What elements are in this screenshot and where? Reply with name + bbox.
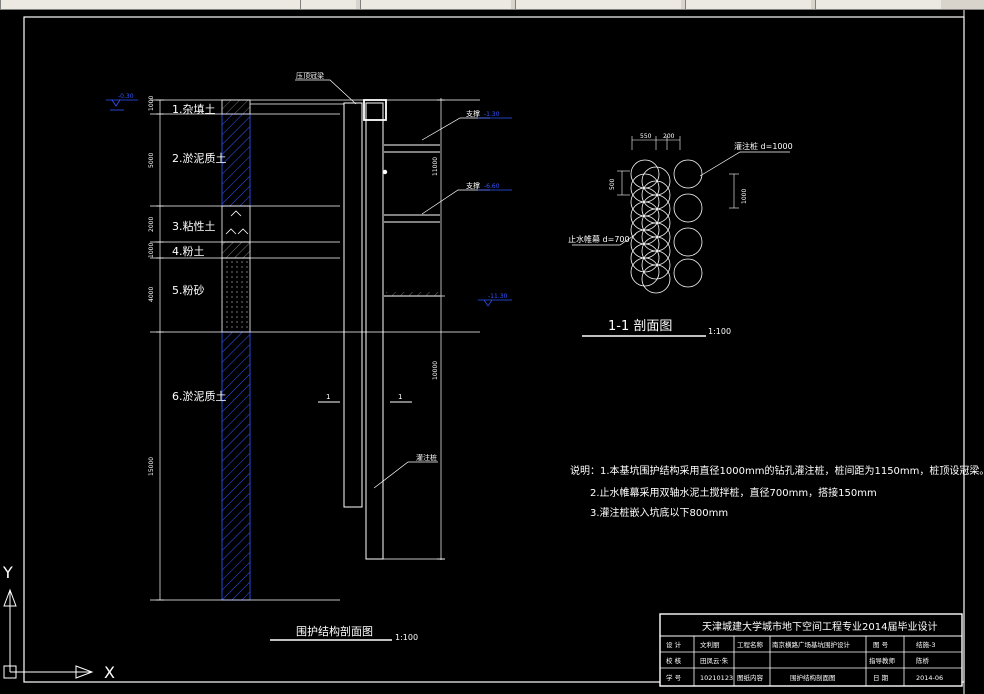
lineweight-dropdown[interactable] xyxy=(815,0,941,9)
window-toolbar xyxy=(0,0,984,10)
dim-left-5: 4000 xyxy=(148,287,155,302)
note-3: 3.灌注桩嵌入坑底以下800mm xyxy=(590,506,728,519)
cad-text: 学 号 xyxy=(666,673,682,682)
cad-text: 日 期 xyxy=(873,674,889,682)
ucs-y-label: Y xyxy=(2,563,13,582)
dim-right-2: 10000 xyxy=(432,361,439,380)
elevation-label-3: -6.60 xyxy=(484,183,500,190)
dim-right-1: 11000 xyxy=(432,157,439,176)
design-notes: 说明：1.本基坑围护结构采用直径1000mm的钻孔灌注桩，桩间距为1150mm，… xyxy=(570,464,984,519)
cad-text: 陈桥 xyxy=(916,656,930,665)
cad-text: 10210123 xyxy=(700,674,733,682)
soil-layer-1 xyxy=(221,99,251,115)
cut-mark-left: 1 xyxy=(326,393,330,401)
ucs-icon xyxy=(3,588,94,679)
dim-left-6: 15000 xyxy=(148,457,155,476)
soil-layer-5 xyxy=(221,257,251,333)
cut-mark-right: 1 xyxy=(398,393,402,401)
linetype-dropdown[interactable] xyxy=(685,0,811,9)
pile-anchor-point xyxy=(382,169,388,175)
cad-text: 工程名称 xyxy=(737,640,764,649)
plan-view: 550 200 500 1000 灌注桩 d=1000 止水帷幕 d=700 1… xyxy=(568,133,793,337)
label-cap-beam: 压顶冠梁 xyxy=(296,71,324,80)
title-block: 天津城建大学城市地下空间工程专业2014届毕业设计 设 计 文利丽 工程名称 南… xyxy=(659,613,963,687)
soil-label-3: 3.粘性土 xyxy=(172,219,216,233)
cad-text: 文利丽 xyxy=(700,640,720,649)
label-strut-1: 支撑 xyxy=(466,109,480,118)
dim-left-2: 5000 xyxy=(148,153,155,168)
elevation-marker xyxy=(106,99,138,111)
plan-view-scale: 1:100 xyxy=(708,327,731,336)
soil-label-2: 2.淤泥质土 xyxy=(172,152,227,165)
note-2: 2.止水帷幕采用双轴水泥土搅拌桩，直径700mm，搭接150mm xyxy=(590,486,877,499)
layer-dropdown[interactable] xyxy=(360,0,511,9)
section-view-scale: 1:100 xyxy=(395,633,418,642)
dim-left-1: 1000 xyxy=(148,96,155,111)
section-view-title: 围护结构剖面图 xyxy=(296,624,373,638)
plan-label-large-pile: 灌注桩 d=1000 xyxy=(734,141,793,151)
label-pile: 灌注桩 xyxy=(416,453,437,462)
toolbar-segment[interactable] xyxy=(0,0,301,9)
cad-text: 设 计 xyxy=(666,640,682,649)
soil-label-1: 1.杂填土 xyxy=(172,102,216,116)
plan-view-title: 1-1 剖面图 xyxy=(608,319,672,334)
cad-text: 校 核 xyxy=(666,656,682,665)
toolbar-segment[interactable] xyxy=(300,0,356,9)
label-strut-2: 支撑 xyxy=(466,181,480,190)
soil-label-5: 5.粉砂 xyxy=(172,284,205,297)
cad-text: 2014-06 xyxy=(916,674,943,682)
cad-text: 指导教师 xyxy=(869,656,896,665)
soil-label-4: 4.粉土 xyxy=(172,245,205,258)
note-1: 说明：1.本基坑围护结构采用直径1000mm的钻孔灌注桩，桩间距为1150mm，… xyxy=(570,464,984,477)
cad-text: 围护结构剖面图 xyxy=(790,673,836,682)
plan-dim-4: 1000 xyxy=(741,189,748,204)
soil-label-6: 6.淤泥质土 xyxy=(172,390,227,403)
plan-label-small-pile: 止水帷幕 d=700 xyxy=(568,234,630,244)
soil-layer-6 xyxy=(221,331,251,601)
pile-shape xyxy=(365,102,384,560)
waterproof-curtain-shape xyxy=(343,102,363,508)
dim-left-4: 1000 xyxy=(148,243,155,258)
section-view: 1000 5000 2000 1000 4000 15000 1.杂填土 2.淤… xyxy=(106,71,512,642)
color-dropdown[interactable] xyxy=(515,0,681,9)
dim-left-3: 2000 xyxy=(148,217,155,232)
elevation-label-1: -0.30 xyxy=(118,93,134,100)
cap-beam-shape xyxy=(363,99,387,121)
drawing-viewport[interactable]: 1000 5000 2000 1000 4000 15000 1.杂填土 2.淤… xyxy=(0,10,984,694)
cad-text: 图纸内容 xyxy=(737,673,764,682)
cad-text: 田凤云·朱 xyxy=(700,656,729,665)
plan-dim-1: 550 xyxy=(640,133,652,140)
cad-text: 结施-3 xyxy=(916,640,935,649)
cad-text: 南京横路广场基坑围护设计 xyxy=(772,640,851,649)
plan-dim-3: 500 xyxy=(609,178,616,190)
soil-layer-4 xyxy=(221,241,251,259)
elevation-label-2: -1.30 xyxy=(484,111,500,118)
title-block-title: 天津城建大学城市地下空间工程专业2014届毕业设计 xyxy=(702,620,937,633)
plan-dim-2: 200 xyxy=(663,133,675,140)
cad-text: 图 号 xyxy=(873,641,889,649)
ucs-x-label: X xyxy=(104,663,115,682)
elevation-label-4: -11.30 xyxy=(488,293,508,300)
